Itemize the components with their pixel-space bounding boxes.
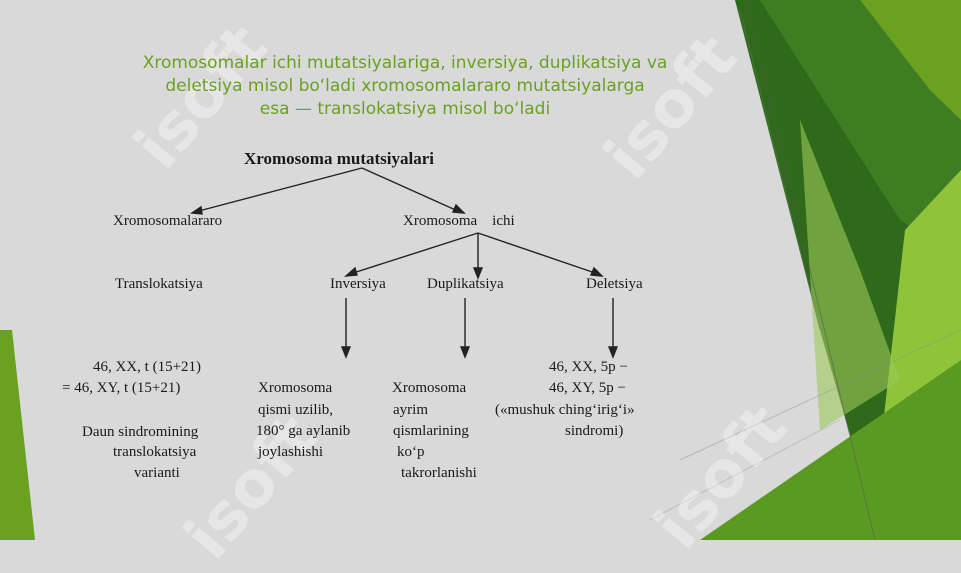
branch-inter: Xromosomalararo xyxy=(113,213,223,229)
duplication-detail: qismlarining xyxy=(393,423,469,439)
branch-intra: Xromosoma ichi xyxy=(403,213,515,229)
diagram-root: Xromosoma mutatsiyalari xyxy=(244,149,434,168)
translocation-detail: translokatsiya xyxy=(113,444,197,460)
duplication-detail: ayrim xyxy=(393,402,428,418)
inversion-detail: 180° ga aylanib xyxy=(256,423,351,439)
inversion-detail: qismi uzilib, xyxy=(258,402,333,418)
title-line: deletsiya misol bo‘ladi xromosomalararo … xyxy=(165,76,645,96)
slide-background xyxy=(0,0,961,540)
deletion-detail: («mushuk ching‘irig‘i» xyxy=(495,402,635,418)
title-line: esa — translokatsiya misol bo‘ladi xyxy=(259,99,551,119)
title-line: Xromosomalar ichi mutatsiyalariga, inver… xyxy=(142,53,668,73)
type-translocation: Translokatsiya xyxy=(115,276,203,292)
green-stripe-left xyxy=(0,330,35,540)
slide-title: Xromosomalar ichi mutatsiyalariga, inver… xyxy=(80,52,730,121)
deletion-detail: 46, XY, 5p − xyxy=(549,380,626,396)
deletion-detail: 46, XX, 5p − xyxy=(549,359,628,375)
inversion-detail: Xromosoma xyxy=(258,380,333,396)
deletion-detail: sindromi) xyxy=(565,423,624,439)
diagram-connectors xyxy=(189,167,619,359)
type-deletion: Deletsiya xyxy=(586,276,643,292)
duplication-detail: takrorlanishi xyxy=(401,465,477,481)
inversion-detail: joylashishi xyxy=(258,444,324,460)
type-duplication: Duplikatsiya xyxy=(427,276,504,292)
type-inversion: Inversiya xyxy=(330,276,386,292)
translocation-detail: varianti xyxy=(134,465,180,481)
duplication-detail: Xromosoma xyxy=(392,380,467,396)
duplication-detail: ko‘p xyxy=(397,444,425,460)
translocation-detail: = 46, XY, t (15+21) xyxy=(62,380,181,396)
green-stripe-bottom xyxy=(700,360,961,540)
green-stripe-light xyxy=(860,0,961,120)
translocation-detail: 46, XX, t (15+21) xyxy=(93,359,202,375)
green-stripe-accent xyxy=(800,120,900,430)
translocation-detail: Daun sindromining xyxy=(82,424,199,440)
